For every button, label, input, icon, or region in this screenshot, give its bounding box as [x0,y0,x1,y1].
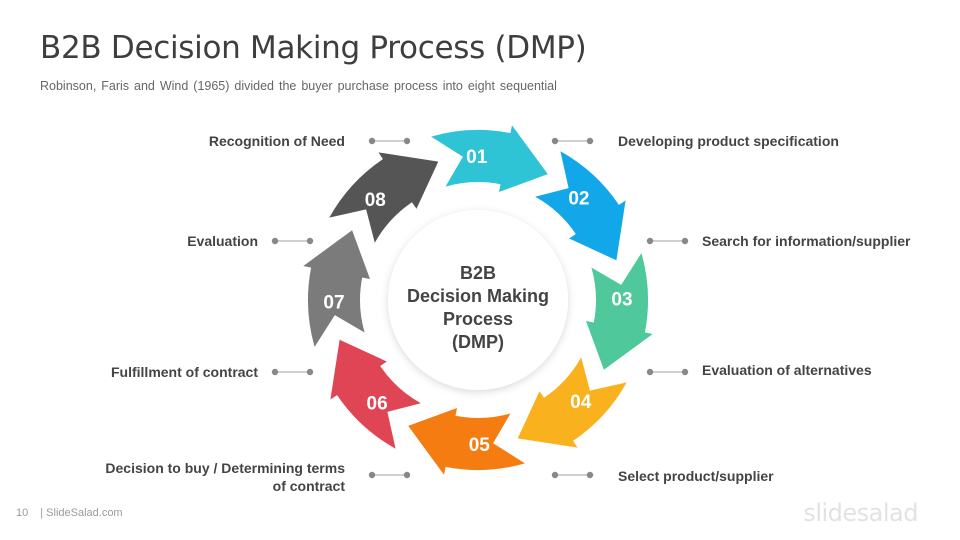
step-6-label: Decision to buy / Determining terms of c… [105,459,345,495]
page-number: 10 [16,507,29,519]
footer: 10 | SlideSalad.com [16,507,123,519]
step-5-connector [551,471,594,479]
step-6-connector [368,471,411,479]
center-line-1: B2B [459,263,496,283]
center-line-2: Decision Making [406,286,550,306]
page-subtitle: Robinson, Faris and Wind (1965) divided … [40,79,557,93]
step-8-arrow [329,152,439,243]
step-3-label: Search for information/supplier [702,233,911,249]
step-7-arrow [303,230,370,347]
step-4-number: 04 [570,392,592,413]
step-3-arrow [586,253,653,370]
step-7-label: Fulfillment of contract [111,364,258,380]
step-3-number: 03 [611,290,632,311]
step-2-arrow [535,151,626,261]
step-6-number: 06 [367,394,388,415]
step-8-number: 08 [365,190,386,211]
brand-logo: slidesalad [803,499,918,527]
step-7-number: 07 [323,292,344,313]
step-5-label: Select product/supplier [618,468,774,484]
step-7-connector [271,368,314,376]
footer-site: | SlideSalad.com [40,507,123,519]
center-line-3: Process [442,309,514,329]
step-5-number: 05 [469,435,491,456]
step-4-label: Evaluation of alternatives [702,362,872,378]
center-label: B2B Decision Making Process (DMP) [398,262,558,354]
step-4-connector [646,368,689,376]
step-2-number: 02 [568,188,589,209]
step-2-connector [551,137,594,145]
step-1-connector [368,137,411,145]
center-line-4: (DMP) [452,332,504,352]
step-6-arrow [330,339,421,449]
step-1-number: 01 [466,147,488,168]
step-6-label-line-1: Decision to buy / Determining terms [105,460,345,476]
step-6-label-line-2: of contract [272,478,345,494]
step-8-connector [271,237,314,245]
step-2-label: Developing product specification [618,133,839,149]
step-8-label: Evaluation [187,233,258,249]
page-title: B2B Decision Making Process (DMP) [40,30,587,66]
step-1-label: Recognition of Need [208,133,345,149]
step-3-connector [646,237,689,245]
center-circle [388,210,568,390]
step-1-arrow [431,125,548,192]
step-4-arrow [517,357,627,448]
step-5-arrow [408,408,525,475]
